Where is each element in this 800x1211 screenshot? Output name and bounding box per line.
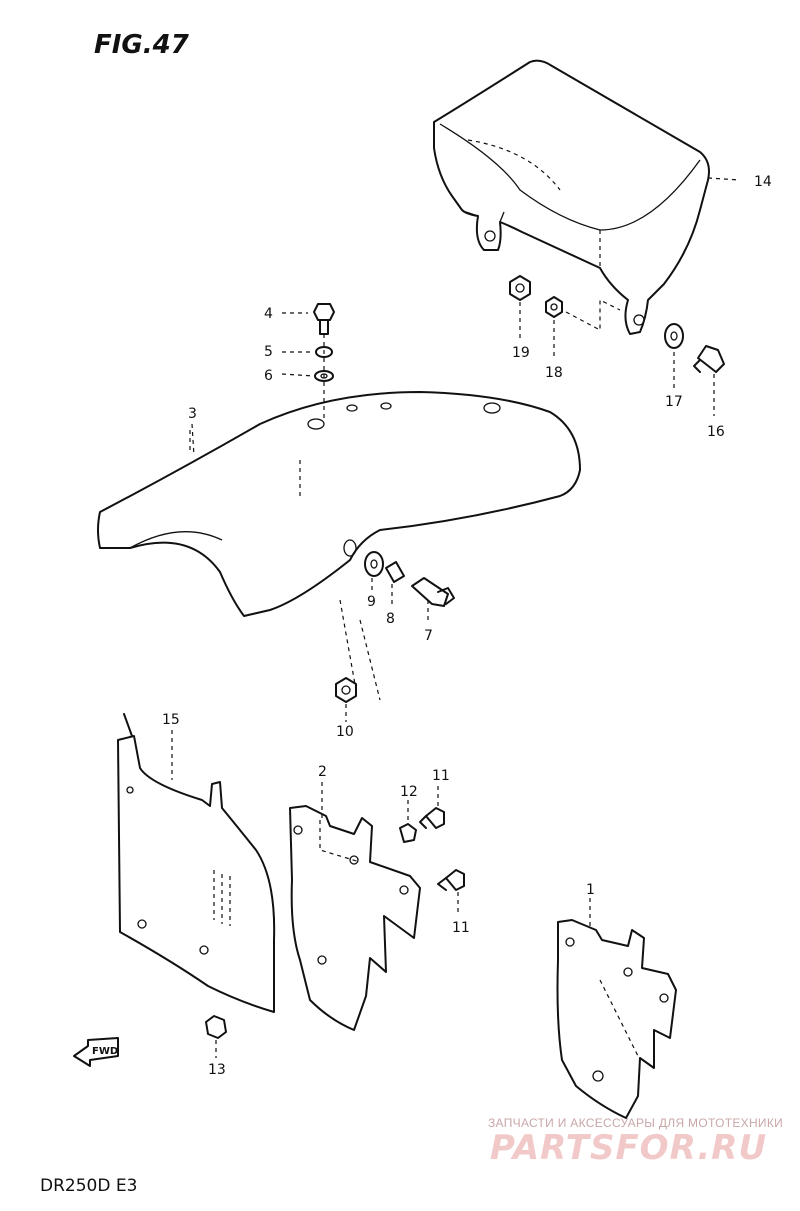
nut-10 xyxy=(335,677,357,703)
washer-17 xyxy=(664,323,684,349)
bolt-4 xyxy=(313,303,335,335)
leader-lines xyxy=(171,177,741,930)
nut-13 xyxy=(205,1015,227,1039)
callout-13: 13 xyxy=(208,1062,226,1078)
callout-4: 4 xyxy=(264,306,273,322)
fender-bracket-upper xyxy=(289,805,421,1031)
callout-12: 12 xyxy=(400,784,418,800)
bolt-11a xyxy=(419,807,445,829)
watermark-logo: PARTSFOR.RU xyxy=(490,1128,768,1168)
bolt-16 xyxy=(693,345,725,373)
callout-18: 18 xyxy=(545,365,563,381)
nut-19 xyxy=(509,275,531,301)
callout-5: 5 xyxy=(264,344,273,360)
callout-labels: 14 19 18 17 16 4 5 6 3 9 8 7 10 15 2 11 … xyxy=(162,174,772,1078)
callout-14: 15 xyxy=(162,712,180,728)
collar-8 xyxy=(385,561,405,583)
callout-7: 7 xyxy=(424,628,433,644)
callout-1: 1 xyxy=(586,882,595,898)
front-fender xyxy=(97,391,581,617)
callout-11b: 11 xyxy=(452,920,470,936)
nut-18 xyxy=(545,296,563,318)
fender-bracket-lower xyxy=(556,919,677,1119)
fwd-arrow-icon: FWD xyxy=(73,1037,119,1067)
callout-8: 8 xyxy=(386,611,395,627)
bolt-11b xyxy=(437,869,465,891)
watermark-text: ЗАПЧАСТИ И АКСЕССУАРЫ ДЛЯ МОТОТЕХНИКИ xyxy=(488,1116,784,1130)
callout-16: 16 xyxy=(707,424,725,440)
callout-10: 10 xyxy=(336,724,354,740)
callout-11a: 11 xyxy=(432,768,450,784)
fwd-label: FWD xyxy=(92,1046,118,1057)
callout-17: 17 xyxy=(665,394,683,410)
callout-2: 2 xyxy=(318,764,327,780)
callout-3: 3 xyxy=(188,406,197,422)
number-plate-bracket xyxy=(117,713,276,1013)
callout-19: 19 xyxy=(512,345,530,361)
callout-15: 14 xyxy=(754,174,772,190)
callout-6: 6 xyxy=(264,368,273,384)
rear-seat xyxy=(433,59,710,335)
bolt-7 xyxy=(411,577,455,607)
model-code: DR250D E3 xyxy=(40,1176,138,1196)
figure-title: FIG.47 xyxy=(94,30,189,60)
callout-9: 9 xyxy=(367,594,376,610)
nut-12 xyxy=(399,823,417,843)
washer-9 xyxy=(364,551,384,577)
